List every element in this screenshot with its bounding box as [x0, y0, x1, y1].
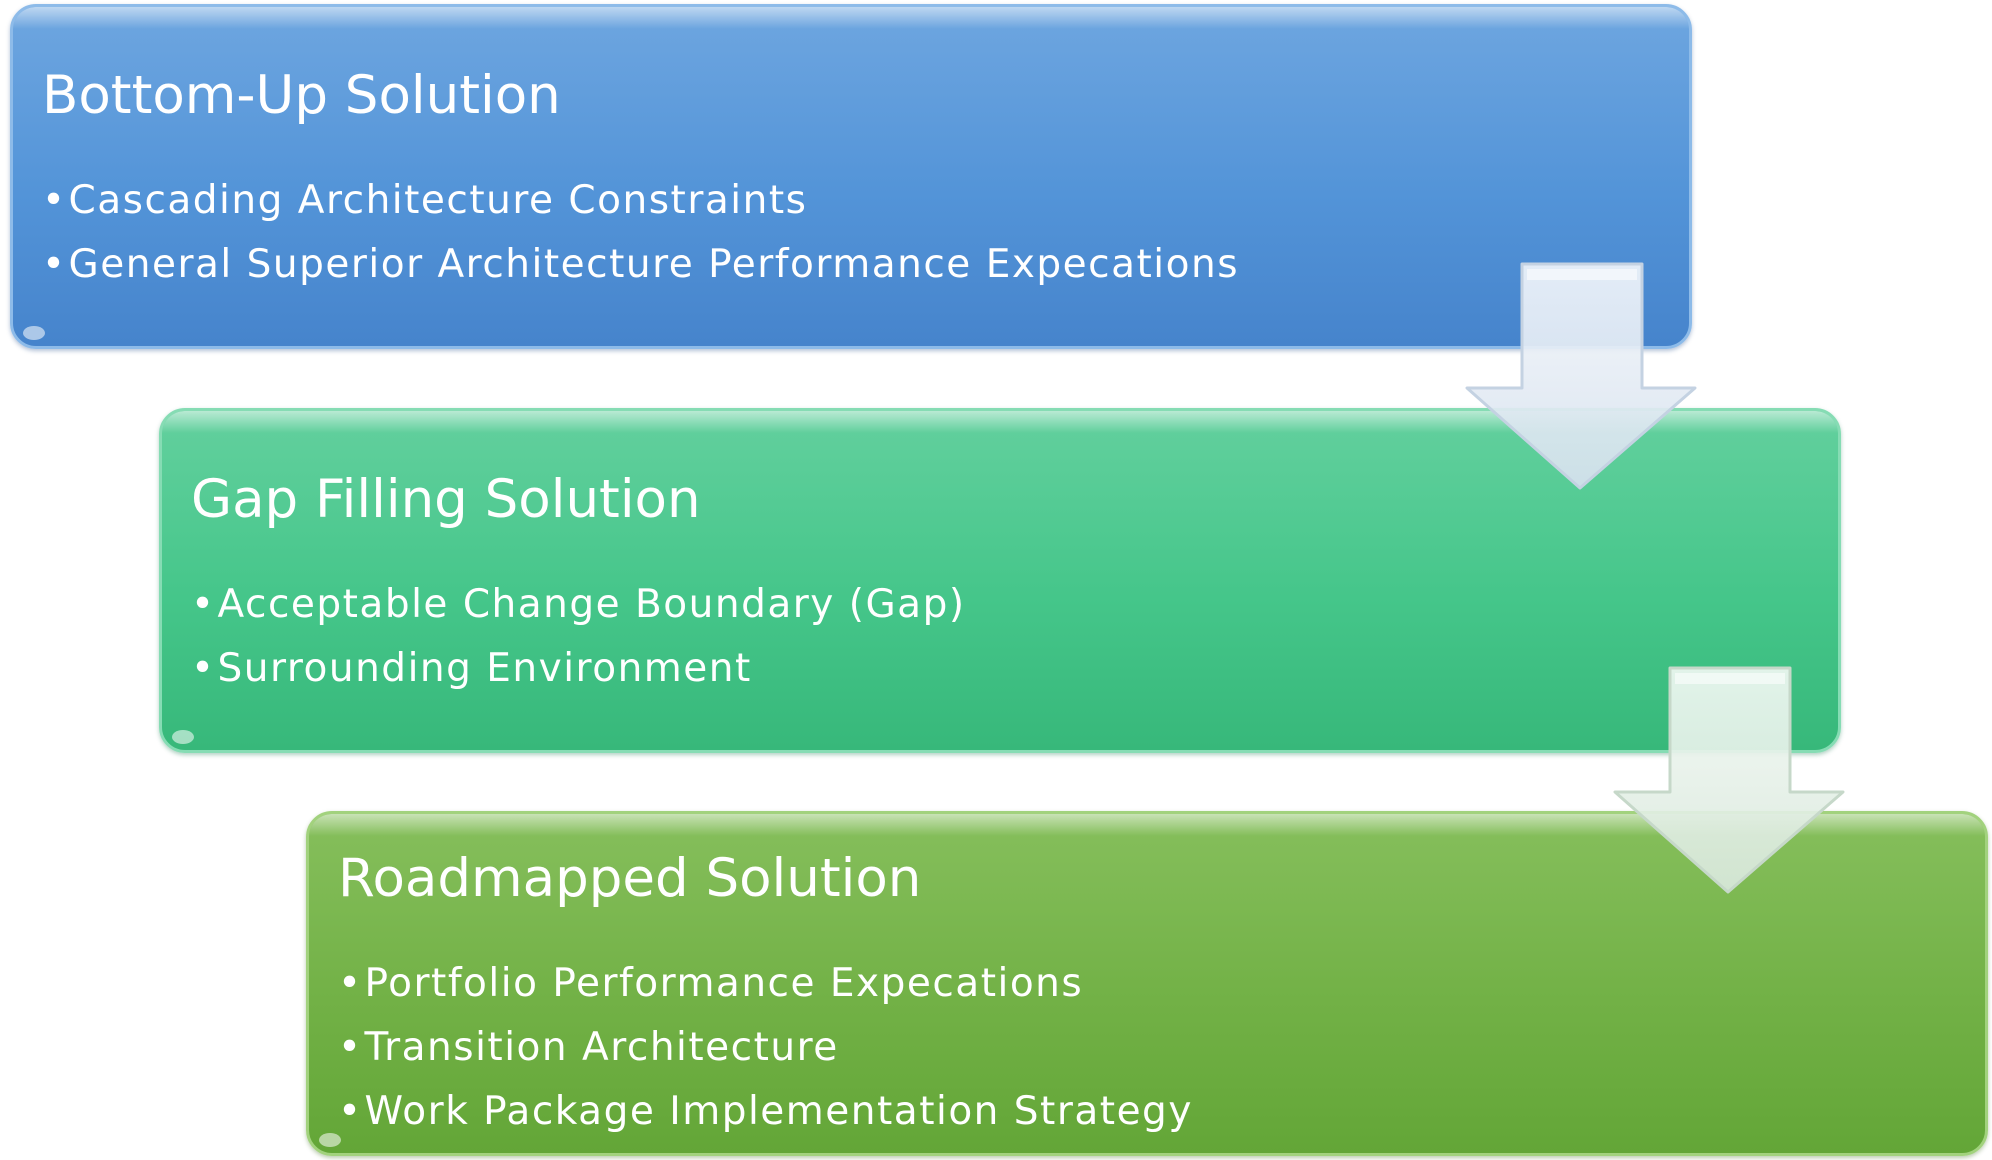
step-item-list: •Cascading Architecture Constraints •Gen…: [42, 169, 1239, 297]
step-item-text: Portfolio Performance Expecations: [364, 961, 1084, 1006]
step-bottom-up-solution: Bottom-Up Solution •Cascading Architectu…: [10, 4, 1692, 349]
step-item-list: •Acceptable Change Boundary (Gap) •Surro…: [191, 573, 966, 701]
step-item-text: Cascading Architecture Constraints: [68, 178, 808, 223]
step-item-list: •Portfolio Performance Expecations •Tran…: [338, 952, 1193, 1144]
bullet-icon: •: [42, 178, 67, 223]
step-item-text: Surrounding Environment: [217, 646, 752, 691]
bullet-icon: •: [191, 582, 216, 627]
step-item-text: Transition Architecture: [364, 1025, 839, 1070]
step-item: •Cascading Architecture Constraints: [42, 169, 1239, 233]
step-item: •Acceptable Change Boundary (Gap): [191, 573, 966, 637]
step-item-text: Work Package Implementation Strategy: [364, 1089, 1193, 1134]
step-title: Roadmapped Solution: [338, 848, 922, 909]
step-item-text: General Superior Architecture Performanc…: [68, 242, 1240, 287]
bullet-icon: •: [338, 1025, 363, 1070]
step-item: •General Superior Architecture Performan…: [42, 233, 1239, 297]
step-title: Gap Filling Solution: [191, 469, 701, 530]
bullet-icon: •: [338, 961, 363, 1006]
bullet-icon: •: [338, 1089, 363, 1134]
step-item: •Portfolio Performance Expecations: [338, 952, 1193, 1016]
step-item: •Work Package Implementation Strategy: [338, 1080, 1193, 1144]
bullet-icon: •: [191, 646, 216, 691]
step-title: Bottom-Up Solution: [42, 65, 561, 126]
step-item: •Surrounding Environment: [191, 637, 966, 701]
step-item-text: Acceptable Change Boundary (Gap): [217, 582, 966, 627]
step-item: •Transition Architecture: [338, 1016, 1193, 1080]
bullet-icon: •: [42, 242, 67, 287]
down-arrow-icon: [1613, 666, 1845, 894]
step-roadmapped-solution: Roadmapped Solution •Portfolio Performan…: [306, 811, 1988, 1156]
down-arrow-icon: [1465, 262, 1697, 490]
